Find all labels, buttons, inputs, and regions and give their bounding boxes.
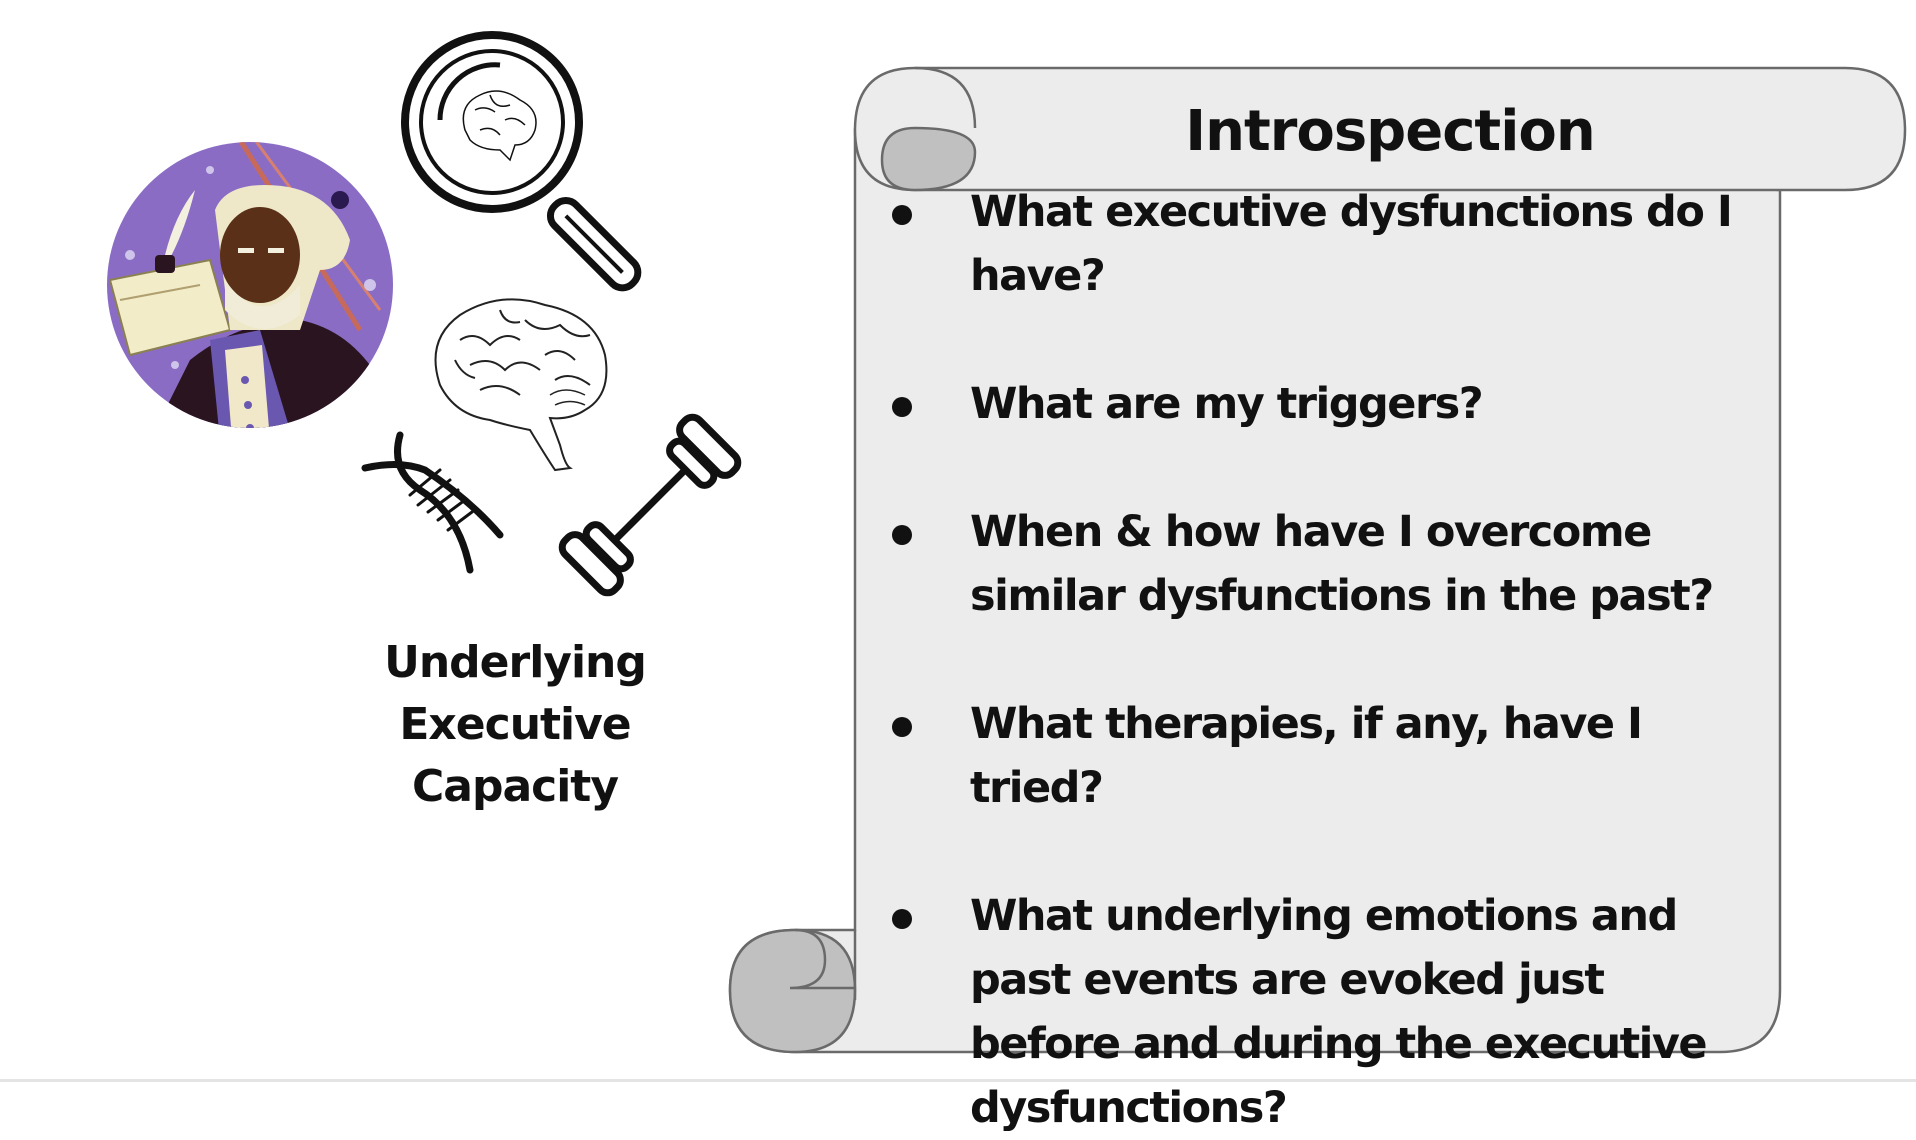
list-item-text: What executive dysfunctions do I have? xyxy=(970,187,1733,301)
bullet-dot xyxy=(892,397,912,417)
list-item-text: When & how have I overcome similar dysfu… xyxy=(970,507,1714,621)
left-illustrations xyxy=(107,31,742,597)
scroll-title: Introspection xyxy=(1185,99,1595,164)
dumbbell-icon xyxy=(558,413,742,597)
list-item: What executive dysfunctions do I have? xyxy=(880,180,1760,308)
brain-icon xyxy=(434,298,608,472)
caption-line-1: Underlying xyxy=(384,637,647,688)
list-item: When & how have I overcome similar dysfu… xyxy=(880,500,1760,628)
bullet-dot xyxy=(892,205,912,225)
list-item: What are my triggers? xyxy=(880,372,1760,436)
list-item: What underlying emotions and past events… xyxy=(880,884,1760,1140)
dna-icon xyxy=(361,431,504,574)
bottom-divider xyxy=(0,1079,1916,1082)
slide: Underlying Executive Capacity Introspect… xyxy=(0,31,1916,1133)
scroll-shape xyxy=(728,66,1907,1054)
introspection-list: What executive dysfunctions do I have? W… xyxy=(880,180,1760,1140)
list-item-text: What therapies, if any, have I tried? xyxy=(970,699,1643,813)
left-caption: Underlying Executive Capacity xyxy=(300,632,730,818)
list-item-text: What are my triggers? xyxy=(970,379,1484,429)
bullet-dot xyxy=(892,909,912,929)
magnifying-glass-brain-icon xyxy=(401,31,642,292)
caption-line-2: Executive Capacity xyxy=(399,699,631,812)
bullet-dot xyxy=(892,525,912,545)
bullet-dot xyxy=(892,717,912,737)
list-item: What therapies, if any, have I tried? xyxy=(880,692,1760,820)
list-item-text: What underlying emotions and past events… xyxy=(970,891,1708,1133)
